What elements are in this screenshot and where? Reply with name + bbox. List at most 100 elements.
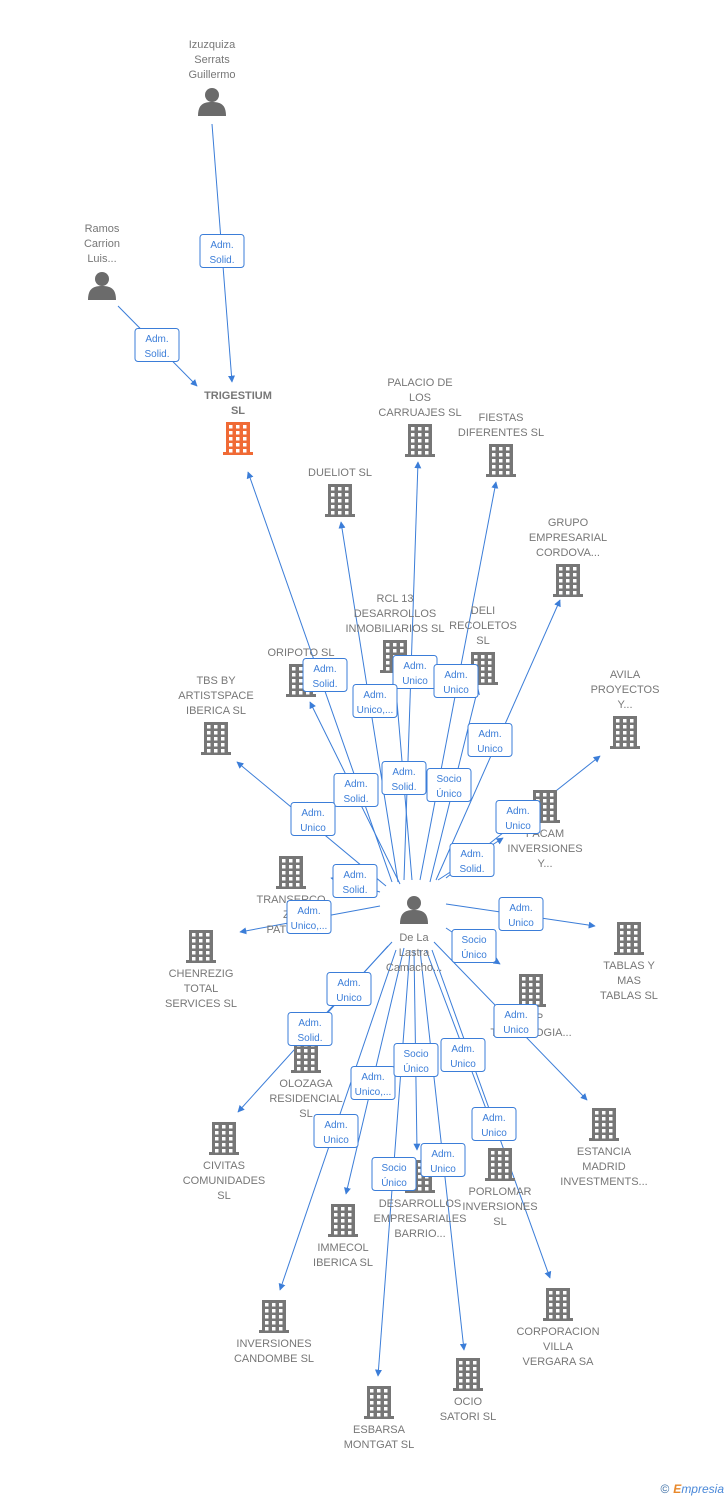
relation-badge-text: Solid. bbox=[391, 782, 416, 793]
relation-badge[interactable]: Adm.Unico bbox=[326, 972, 372, 1006]
relation-badge[interactable]: Adm.Unico bbox=[498, 897, 544, 931]
node-label: INMOBILIARIOS SL bbox=[345, 623, 444, 635]
relation-badge[interactable]: Adm.Unico bbox=[495, 800, 541, 834]
building-icon bbox=[209, 1122, 239, 1155]
relation-badge[interactable]: Adm.Solid. bbox=[199, 234, 245, 268]
node-label: Guillermo bbox=[188, 69, 235, 81]
relation-badge-text: Adm. bbox=[403, 661, 426, 672]
relation-badge[interactable]: Adm.Solid. bbox=[287, 1012, 333, 1046]
node-label: SL bbox=[231, 405, 245, 417]
node-label: PORLOMAR bbox=[469, 1186, 532, 1198]
node-label: CORDOVA... bbox=[536, 547, 600, 559]
relation-badge[interactable]: Adm.Unico bbox=[493, 1004, 539, 1038]
node-label: SL bbox=[476, 635, 489, 647]
relation-badge-text: Adm. bbox=[344, 779, 367, 790]
node-label: TABLAS SL bbox=[600, 990, 658, 1002]
node-delalastra[interactable]: De LaLastraCamacho... bbox=[386, 896, 442, 974]
relation-badge[interactable]: Adm.Solid. bbox=[449, 843, 495, 877]
relation-badge[interactable]: Adm.Unico bbox=[467, 723, 513, 757]
node-grupo[interactable]: GRUPOEMPRESARIALCORDOVA... bbox=[529, 517, 607, 597]
relation-badge-text: Adm. bbox=[301, 808, 324, 819]
relation-badge[interactable]: Adm.Unico,... bbox=[352, 684, 398, 718]
node-label: Carrion bbox=[84, 238, 120, 250]
relation-badge[interactable]: Adm.Unico,... bbox=[286, 900, 332, 934]
building-icon bbox=[276, 856, 306, 889]
node-label: PALACIO DE bbox=[387, 377, 452, 389]
building-icon bbox=[201, 722, 231, 755]
relation-badge[interactable]: Adm.Unico bbox=[392, 655, 438, 689]
relation-badge-text: Adm. bbox=[482, 1113, 505, 1124]
node-label: CANDOMBE SL bbox=[234, 1353, 314, 1365]
relation-badge[interactable]: Adm.Unico bbox=[290, 802, 336, 836]
node-trigestium[interactable]: TRIGESTIUM SL bbox=[204, 390, 272, 455]
node-candombe[interactable]: INVERSIONES CANDOMBE SL bbox=[234, 1300, 314, 1365]
node-label: GRUPO bbox=[548, 517, 589, 529]
node-label: MAS bbox=[617, 975, 641, 987]
node-label: VILLA bbox=[543, 1341, 574, 1353]
node-label: Lastra bbox=[399, 947, 430, 959]
relation-badge[interactable]: Adm.Solid. bbox=[333, 773, 379, 807]
node-label: MADRID bbox=[582, 1161, 625, 1173]
relation-badge-text: Solid. bbox=[342, 885, 367, 896]
node-label: MONTGAT SL bbox=[344, 1439, 415, 1451]
node-label: DIFERENTES SL bbox=[458, 427, 544, 439]
node-label: IMMECOL bbox=[317, 1242, 368, 1254]
node-label: DESARROLLOS bbox=[379, 1198, 462, 1210]
relation-badge-text: Adm. bbox=[363, 690, 386, 701]
relation-badge[interactable]: Adm. Solid. bbox=[381, 761, 427, 795]
relation-badge-text: Adm. bbox=[324, 1120, 347, 1131]
relation-badge[interactable]: Adm.Unico bbox=[420, 1143, 466, 1177]
relation-badge[interactable]: Adm.Solid. bbox=[134, 328, 180, 362]
building-icon bbox=[516, 974, 546, 1007]
relation-badge[interactable]: Adm.Unico bbox=[313, 1114, 359, 1148]
node-avila[interactable]: AVILAPROYECTOSY... bbox=[591, 669, 660, 749]
relation-badge[interactable]: Adm.Unico bbox=[471, 1107, 517, 1141]
relation-badge[interactable]: Adm.Solid. bbox=[332, 864, 378, 898]
person-icon bbox=[400, 896, 428, 924]
relation-badge-text: Único bbox=[403, 1062, 429, 1075]
relation-badge-text: Adm. bbox=[145, 334, 168, 345]
node-label: COMUNIDADES bbox=[183, 1175, 266, 1187]
node-label: SL bbox=[493, 1216, 506, 1228]
relation-badge[interactable]: Adm.Unico,... bbox=[350, 1066, 396, 1100]
relation-badge-text: Unico bbox=[443, 685, 469, 696]
relation-badge[interactable]: Adm.Unico bbox=[440, 1038, 486, 1072]
relation-badge-text: Unico bbox=[336, 993, 362, 1004]
relation-badge-text: Único bbox=[461, 948, 487, 961]
node-label: INVERSIONES bbox=[236, 1338, 311, 1350]
relation-badge-text: Único bbox=[436, 787, 462, 800]
relation-badge[interactable]: Adm.Unico bbox=[433, 664, 479, 698]
building-icon bbox=[405, 424, 435, 457]
building-icon bbox=[610, 716, 640, 749]
relation-badge-text: Adm. bbox=[431, 1149, 454, 1160]
relation-badge-text: Adm. bbox=[392, 767, 415, 778]
node-ramos[interactable]: RamosCarrionLuis... bbox=[84, 223, 120, 300]
node-label: TRIGESTIUM bbox=[204, 390, 272, 402]
building-icon bbox=[485, 1148, 515, 1181]
node-dueliot[interactable]: DUELIOT SL bbox=[308, 467, 372, 517]
node-estancia[interactable]: ESTANCIAMADRIDINVESTMENTS... bbox=[560, 1108, 648, 1188]
relation-badge-text: Adm. bbox=[210, 240, 233, 251]
relation-badge-text: Socio bbox=[403, 1049, 428, 1060]
node-label: SATORI SL bbox=[440, 1411, 496, 1423]
relation-badge[interactable]: Adm.Solid. bbox=[302, 658, 348, 692]
relation-badge-text: Adm. bbox=[460, 849, 483, 860]
node-label: SL bbox=[217, 1190, 230, 1202]
